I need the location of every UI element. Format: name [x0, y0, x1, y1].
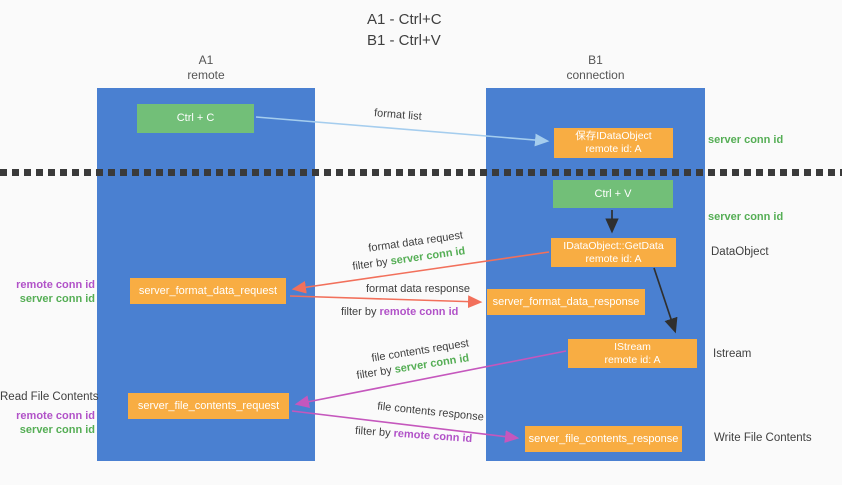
- node-server-format-data-request: server_format_data_request: [130, 278, 286, 304]
- lane-a1-role: remote: [187, 68, 225, 82]
- label-write-file-contents: Write File Contents: [714, 432, 812, 444]
- arrow-format-data-response: [289, 295, 483, 309]
- node-save-idataobject: 保存IDataObject remote id: A: [554, 128, 673, 158]
- label-read-file-contents: Read File Contents: [0, 391, 99, 403]
- lane-header-a1: A1 remote: [97, 53, 315, 83]
- node-istream: IStream remote id: A: [568, 339, 697, 368]
- label-left-conn-ids-1: remote conn id server conn id: [8, 278, 95, 306]
- arrow-format-data-request: [291, 251, 550, 294]
- node-server-file-contents-request-label: server_file_contents_request: [137, 399, 280, 412]
- node-istream-line1: IStream: [614, 340, 651, 353]
- lane-b1-role: connection: [566, 68, 625, 82]
- label-server-conn-id-left-1: server conn id: [19, 293, 95, 305]
- lane-header-b1: B1 connection: [486, 53, 705, 83]
- lane-b1-name: B1: [588, 53, 603, 67]
- label-format-data-response: format data response: [366, 283, 470, 295]
- arrow-format-list: [255, 116, 550, 147]
- node-ctrl-c: Ctrl + C: [137, 104, 254, 133]
- node-istream-line2: remote id: A: [604, 353, 661, 366]
- label-remote-conn-id-left-1: remote conn id: [16, 279, 95, 291]
- node-server-format-data-response-label: server_format_data_response: [492, 295, 640, 308]
- arrow-file-contents-response: [291, 410, 520, 443]
- arrow-getdata-to-istream: [653, 267, 678, 334]
- dotted-divider-line: [0, 169, 842, 176]
- node-server-format-data-response: server_format_data_response: [487, 289, 645, 315]
- title-line-1: A1 - Ctrl+C: [367, 11, 442, 28]
- node-server-file-contents-response-label: server_file_contents_response: [528, 432, 679, 445]
- node-ctrl-c-label: Ctrl + C: [176, 112, 215, 124]
- node-getdata-line1: IDataObject::GetData: [563, 239, 664, 252]
- label-format-data-response-filter: filter by remote conn id: [341, 306, 458, 318]
- label-server-conn-id-top-right: server conn id: [708, 134, 784, 146]
- arrow-file-contents-request: [294, 350, 567, 408]
- label-dataobject: DataObject: [711, 246, 769, 258]
- node-ctrl-v-label: Ctrl + V: [594, 187, 632, 200]
- title-line-2: B1 - Ctrl+V: [367, 32, 441, 49]
- label-istream: Istream: [713, 348, 752, 360]
- label-server-conn-id-left-2: server conn id: [19, 424, 95, 436]
- node-save-idataobject-line1: 保存IDataObject: [575, 130, 652, 142]
- filter-by-text-2: filter by: [341, 306, 380, 318]
- diagram-title: A1 - Ctrl+C B1 - Ctrl+V: [367, 9, 442, 51]
- label-remote-conn-id-left-2: remote conn id: [16, 410, 95, 422]
- node-ctrl-v: Ctrl + V: [553, 180, 673, 208]
- filter-remote-conn-id-2: remote conn id: [379, 306, 459, 318]
- label-server-conn-id-mid-right: server conn id: [708, 211, 784, 223]
- label-left-conn-ids-2: remote conn id server conn id: [8, 409, 95, 437]
- node-getdata-line2: remote id: A: [585, 252, 642, 265]
- lane-a1-name: A1: [198, 53, 214, 67]
- node-server-file-contents-response: server_file_contents_response: [525, 426, 682, 452]
- node-save-idataobject-line2: remote id: A: [585, 143, 642, 155]
- node-idataobject-getdata: IDataObject::GetData remote id: A: [551, 238, 676, 267]
- node-server-file-contents-request: server_file_contents_request: [128, 393, 289, 419]
- node-server-format-data-request-label: server_format_data_request: [138, 284, 278, 297]
